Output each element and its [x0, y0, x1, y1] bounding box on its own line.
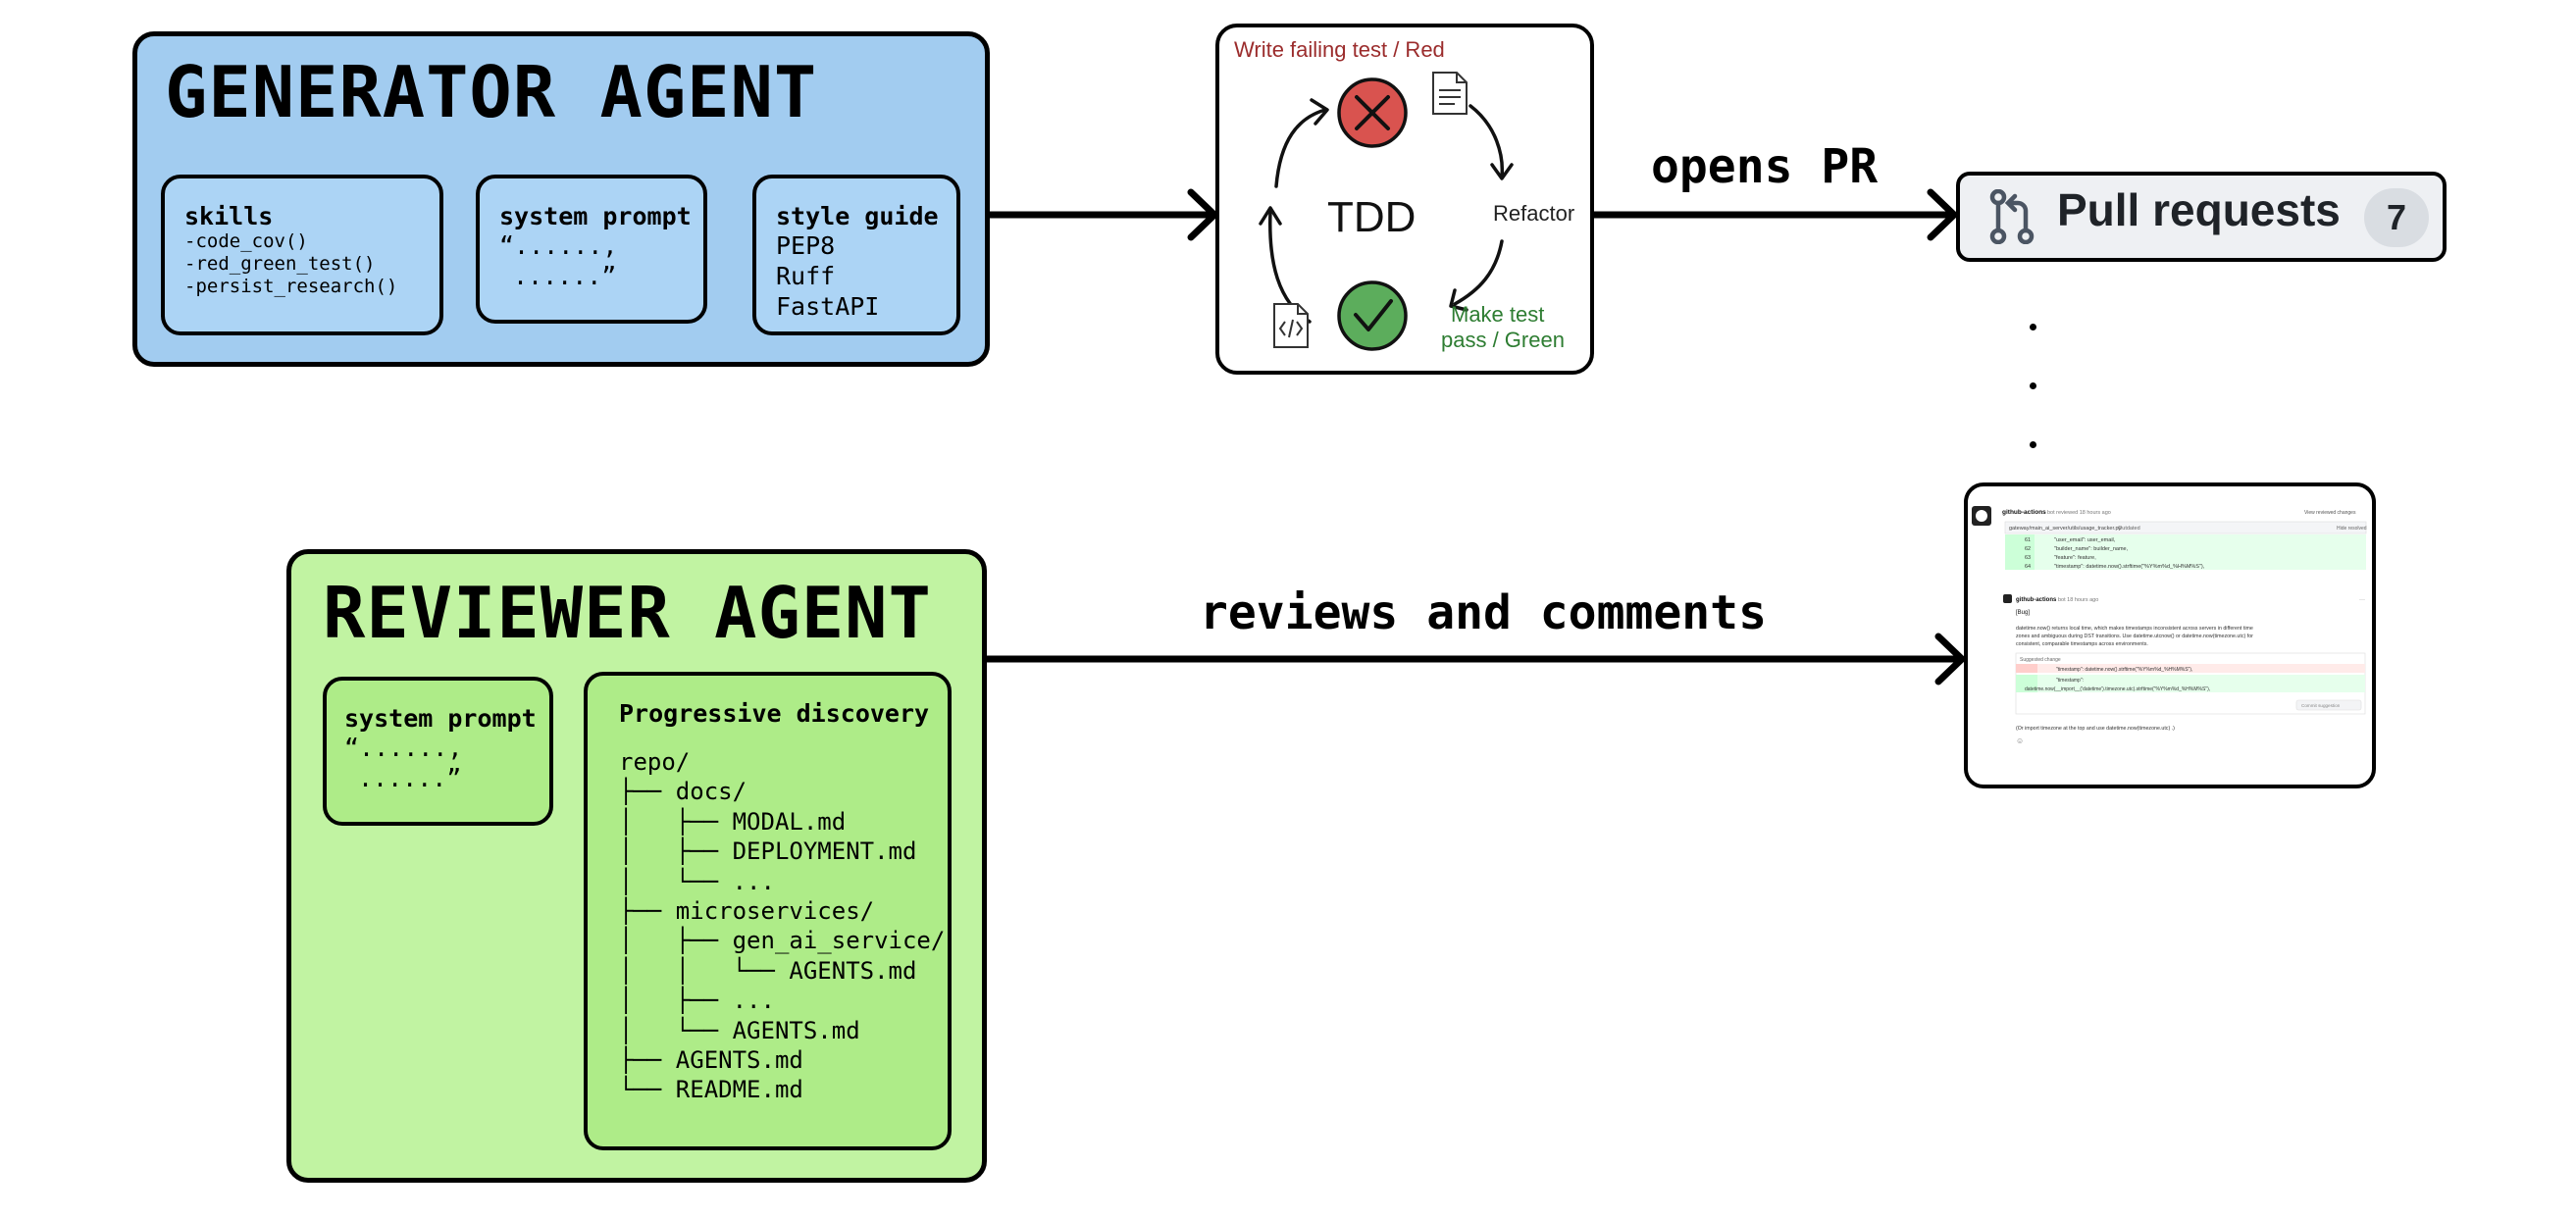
comment-body-line: consistent, comparable timestamps across… — [2016, 641, 2148, 647]
review-comment-screenshot: github-actions bot reviewed 18 hours ago… — [1964, 482, 2376, 788]
cycle-arrowhead — [1310, 98, 1329, 126]
reviewer-to-screenshot-arrowhead — [1934, 633, 1966, 685]
progressive-discovery-title: Progressive discovery — [619, 699, 930, 728]
skills-title: skills — [184, 202, 274, 230]
pull-requests-label: Pull requests — [2057, 184, 2341, 235]
diff-line-code: "user_email": user_email, — [2054, 537, 2116, 543]
green-label-line1: Make test — [1451, 302, 1544, 327]
comment-author: github-actions — [2016, 597, 2057, 603]
skill-item: -code_cov() — [184, 230, 308, 252]
commit-suggestion-label: Commit suggestion — [2301, 703, 2341, 708]
red-label: Write failing test / Red — [1234, 37, 1445, 62]
comment-tag: [Bug] — [2016, 610, 2030, 616]
reviews-and-comments-label: reviews and comments — [1200, 585, 1767, 640]
skill-item: -red_green_test() — [184, 253, 376, 275]
generator-agent-title: GENERATOR AGENT — [165, 51, 818, 133]
system-prompt-line: ......” — [358, 764, 462, 792]
style-guide-title: style guide — [776, 202, 939, 230]
review-meta: bot reviewed 18 hours ago — [2047, 510, 2111, 516]
cycle-arc-left-top — [1274, 108, 1327, 188]
commenter-avatar — [2003, 594, 2012, 603]
more-options-icon: ··· — [2359, 597, 2365, 603]
diff-block — [2005, 534, 2366, 570]
cycle-arc-right-top — [1468, 104, 1505, 178]
style-guide-item: Ruff — [776, 262, 836, 290]
skills-box: skills -code_cov() -red_green_test() -pe… — [161, 175, 443, 335]
tdd-center-label: TDD — [1327, 193, 1416, 241]
check-icon — [1354, 299, 1393, 331]
cycle-arrowhead — [1259, 206, 1282, 226]
added-line: datetime.now(__import__('datetime').time… — [2025, 686, 2210, 692]
x-icon — [1355, 95, 1390, 130]
code-file-icon — [1273, 303, 1309, 348]
system-prompt-line: ......” — [513, 262, 617, 290]
hide-resolved-link: Hide resolved — [2337, 526, 2367, 532]
green-label-line2: pass / Green — [1441, 328, 1565, 352]
review-thread: github-actions bot reviewed 18 hours ago… — [1972, 506, 2367, 745]
ellipsis-dot — [2030, 324, 2036, 330]
system-prompt-title: system prompt — [344, 704, 537, 733]
diff-line-code: "builder_name": builder_name, — [2054, 546, 2129, 552]
file-path: gateway/main_ai_server/utils/usage_track… — [2009, 526, 2122, 532]
progressive-discovery-box: Progressive discovery repo/ ├── docs/ │ … — [584, 672, 952, 1150]
commit-suggestion-button — [2295, 699, 2362, 711]
pull-requests-count-badge: 7 — [2364, 188, 2429, 247]
refactor-label: Refactor — [1493, 201, 1574, 226]
comment-meta: bot 18 hours ago — [2058, 597, 2098, 603]
ellipsis-dot — [2030, 441, 2036, 448]
opens-pr-label: opens PR — [1651, 139, 1879, 194]
removed-line: "timestamp": datetime.now().strftime("%Y… — [2056, 667, 2192, 673]
suggested-change-label: Suggested change — [2020, 657, 2061, 663]
system-prompt-line: “......, — [499, 231, 618, 260]
reviewer-agent-title: REVIEWER AGENT — [323, 572, 932, 654]
reaction-emoji-icon: ☺ — [2016, 736, 2024, 745]
diff-line-code: "feature": feature, — [2054, 555, 2096, 561]
comment-body-line: datetime.now() returns local time, which… — [2016, 626, 2253, 632]
tdd-to-pr-arrowhead — [1927, 188, 1958, 241]
cycle-arrowhead — [1490, 163, 1514, 180]
diff-line-number: 63 — [2025, 555, 2031, 561]
cycle-arc-right-bottom — [1453, 239, 1504, 306]
comment-footer: (Or import timezone at the top and use d… — [2016, 726, 2175, 732]
repo-tree: repo/ ├── docs/ │ ├── MODAL.md │ ├── DEP… — [619, 748, 946, 1104]
git-pull-request-icon — [1989, 189, 2035, 244]
diff-line-number: 61 — [2025, 537, 2031, 543]
outdated-badge: Outdated — [2118, 526, 2140, 532]
reviewer-system-prompt-box: system prompt “......, ......” — [323, 677, 553, 826]
comment-body-line: zones and ambiguous during DST transitio… — [2016, 634, 2253, 639]
view-reviewed-changes-link: View reviewed changes — [2304, 510, 2356, 516]
generator-system-prompt-box: system prompt “......, ......” — [476, 175, 707, 324]
document-icon — [1432, 72, 1468, 115]
style-guide-item: FastAPI — [776, 292, 880, 321]
added-line: "timestamp": — [2056, 678, 2084, 684]
diff-line-code: "timestamp": datetime.now().strftime("%Y… — [2054, 564, 2205, 570]
review-author: github-actions — [2002, 509, 2046, 516]
ellipsis-dot — [2030, 382, 2036, 389]
style-guide-item: PEP8 — [776, 231, 836, 260]
diff-line-number: 64 — [2025, 564, 2031, 570]
generator-to-tdd-arrowhead — [1187, 188, 1218, 241]
skill-item: -persist_research() — [184, 276, 398, 297]
system-prompt-line: “......, — [344, 734, 463, 762]
tdd-cycle-diagram: Write failing test / Red TDD Refactor — [1234, 37, 1574, 352]
tdd-cycle-card: Write failing test / Red TDD Refactor — [1215, 24, 1594, 375]
system-prompt-title: system prompt — [499, 202, 692, 230]
diff-line-number: 62 — [2025, 546, 2031, 552]
pass-circle — [1337, 280, 1408, 351]
style-guide-box: style guide PEP8 Ruff FastAPI — [752, 175, 960, 335]
cycle-arrowhead — [1449, 288, 1468, 312]
github-icon — [1976, 510, 1987, 522]
